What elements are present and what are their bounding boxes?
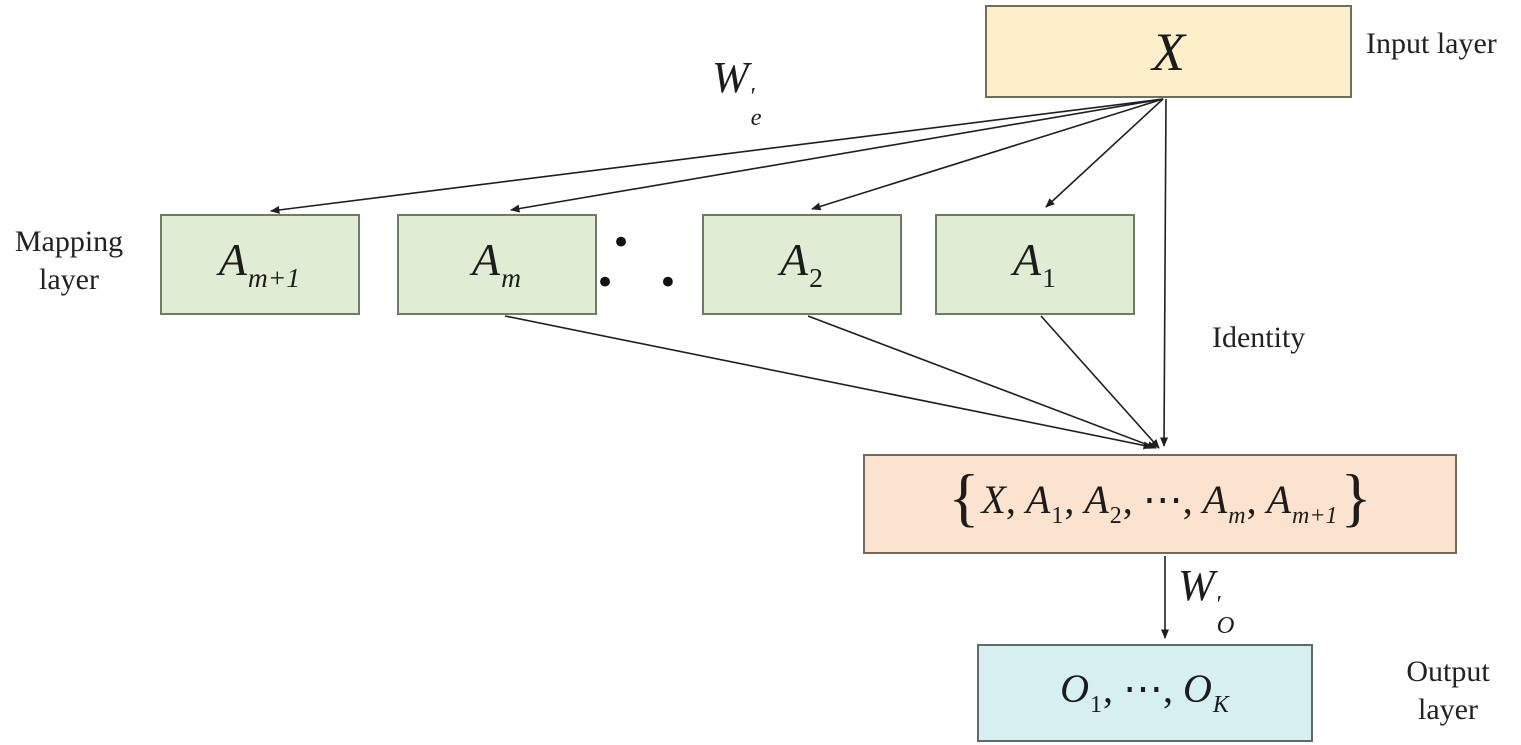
edge-input-to-a-m xyxy=(510,98,1164,213)
a-2-formula: A2 xyxy=(780,234,823,294)
a-m1-formula: Am+1 xyxy=(218,234,301,294)
node-mapping-a-m: Am xyxy=(397,214,597,315)
we-prime: ′ xyxy=(750,83,757,111)
a-1-formula: A1 xyxy=(1013,234,1056,294)
node-mapping-a-m1: Am+1 xyxy=(160,214,360,315)
edge-a-m-to-concat xyxy=(504,315,1153,450)
edge-label-wo: W′O xyxy=(1178,561,1235,639)
edge-identity-input-to-concat xyxy=(1160,98,1169,447)
input-x-formula: X xyxy=(1152,21,1185,82)
node-input-x: X xyxy=(985,5,1352,98)
output-layer-label: Output layer xyxy=(1384,653,1512,729)
we-base: W xyxy=(712,53,749,102)
output-layer-label-line1: Output xyxy=(1406,655,1490,688)
wo-subscript: O xyxy=(1216,611,1235,639)
mapping-layer-label-line2: layer xyxy=(39,263,99,296)
edge-a-2-to-concat xyxy=(807,315,1157,449)
wo-prime: ′ xyxy=(1216,591,1223,619)
node-concat: {X, A1, A2, ⋯, Am, Am+1} xyxy=(863,454,1457,554)
mapping-layer-label-line1: Mapping xyxy=(14,225,124,258)
input-layer-label: Input layer xyxy=(1366,27,1497,60)
a-m-formula: Am xyxy=(471,234,522,294)
identity-label: Identity xyxy=(1212,321,1306,354)
edge-input-to-a-m1 xyxy=(270,98,1164,214)
edge-a-1-to-concat xyxy=(1040,315,1160,449)
edge-label-we: W′e xyxy=(712,53,762,131)
wo-base: W xyxy=(1178,561,1215,610)
edge-input-to-a-1 xyxy=(1045,98,1164,208)
concat-formula: {X, A1, A2, ⋯, Am, Am+1} xyxy=(948,462,1372,535)
output-formula: O1, ⋯, OK xyxy=(1060,665,1229,719)
output-layer-label-line2: layer xyxy=(1418,693,1478,726)
we-subscript: e xyxy=(750,103,762,131)
node-output: O1, ⋯, OK xyxy=(977,644,1313,742)
node-mapping-a-1: A1 xyxy=(935,214,1135,315)
edge-input-to-a-2 xyxy=(811,98,1164,211)
mapping-layer-label: Mapping layer xyxy=(0,223,138,299)
mapping-ellipsis: • • • xyxy=(595,223,694,303)
node-mapping-a-2: A2 xyxy=(702,214,902,315)
